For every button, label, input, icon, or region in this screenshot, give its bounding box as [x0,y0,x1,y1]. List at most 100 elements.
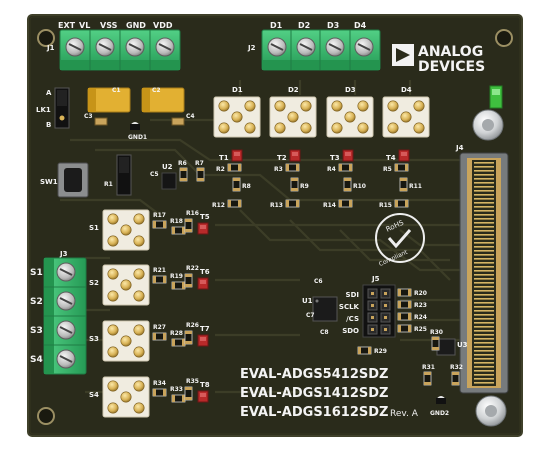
analog-devices-logo: ANALOG DEVICES [392,44,485,75]
j1-screw-4 [155,37,175,57]
resistor-label: R33 [170,386,183,393]
transistor-label: T4 [386,154,396,162]
lk1-a-label: A [46,89,52,97]
resistor-R23 [397,300,412,309]
resistor-label: R17 [153,212,166,219]
resistor-R33 [171,394,186,403]
resistor-R22 [184,273,193,288]
resistor-label: R22 [186,265,199,272]
resistor-R21 [152,275,167,284]
model-name-1: EVAL-ADGS5412SDZ [240,367,388,382]
transistor-label: T7 [200,325,210,333]
tantalum-capacitors [87,87,185,113]
drain-terminal-block [261,29,381,71]
logo-line1: ANALOG [418,44,483,60]
j1-pin-label: VSS [100,21,118,30]
u2-ic [161,172,177,190]
side-transistor-column [152,218,209,403]
transistor-label: T5 [200,213,210,221]
top-transistor-3 [342,149,354,162]
source-pad-group-2 [102,264,150,306]
resistor-R26 [184,330,193,345]
resistor-R30 [431,336,440,351]
resistor-R10 [343,177,352,192]
j3-screw-1 [56,262,76,282]
top-transistor-row [179,149,460,386]
resistor-label: R34 [153,380,166,387]
j5-pin-label: SCLK [339,303,360,311]
resistor-label: R7 [195,160,204,167]
model-name-2: EVAL-ADGS1412SDZ [240,386,388,401]
resistor-label: R15 [379,202,392,209]
j5-pin-label: SDI [346,291,359,299]
u1-designator: U1 [302,297,313,305]
j2-pin-label: D2 [298,21,310,30]
top-transistor-2 [289,149,301,162]
resistor-label: R18 [170,218,183,225]
capacitor-label: C6 [314,278,323,285]
resistor-label: R28 [170,330,183,337]
resistor-label: R26 [186,322,199,329]
resistor-label: R16 [186,210,199,217]
j1-designator: J1 [46,44,55,52]
resistor-R17 [152,220,167,229]
resistor-label: R32 [450,364,463,371]
j1-pin-label: VDD [153,21,173,30]
j2-screw-2 [296,37,316,57]
j1-screw-3 [125,37,145,57]
resistor-label: R21 [153,267,166,274]
resistor-R35 [184,386,193,401]
r1-jumper[interactable] [116,154,132,196]
side-transistor-3 [197,334,209,347]
resistor-label: R4 [327,166,336,173]
source-pad-group-3 [102,320,150,362]
resistor-label: R13 [270,202,283,209]
j3-screw-3 [56,320,76,340]
resistor-label: R23 [414,302,427,309]
mounting-holes [37,29,513,425]
lk1-jumper[interactable] [54,87,70,129]
resistor-label: R14 [323,202,336,209]
top-transistor-1 [231,149,243,162]
resistor-label: R30 [430,329,443,336]
source-pad-label: S1 [89,224,99,232]
resistor-label: R12 [212,202,225,209]
status-led [489,85,503,109]
resistor-label: R24 [414,314,427,321]
j2-pin-label: D4 [354,21,367,30]
resistor-R4 [338,163,353,172]
capacitor-label: C4 [186,113,195,120]
source-pad-array [102,209,150,418]
resistor-R5 [394,163,409,172]
resistor-R34 [152,388,167,397]
top-transistor-4 [398,149,410,162]
sw1-pushbutton[interactable] [57,162,89,198]
resistor-R16 [184,218,193,233]
resistor-R12 [227,199,242,208]
resistor-label: R3 [274,166,283,173]
resistor-R15 [394,199,409,208]
j4-designator: J4 [455,144,464,152]
spi-header[interactable] [362,284,396,338]
capacitor-label: C5 [150,171,159,178]
resistor-R27 [152,332,167,341]
j2-screw-4 [354,37,374,57]
source-pad-label: S3 [89,335,99,343]
j1-screw-2 [95,37,115,57]
j3-pin-label: S1 [30,268,43,278]
resistor-label: R19 [170,273,183,280]
misc-resistors [179,167,460,386]
resistor-label: R11 [409,183,422,190]
gnd1-test-point [130,122,140,130]
source-pad-label: S4 [89,391,99,399]
drain-pad-group-3 [326,96,374,138]
resistor-R7 [196,167,205,182]
capacitor-label: C3 [84,113,93,120]
j3-pin-label: S2 [30,297,43,307]
j4-connector [459,152,509,394]
resistor-label: R25 [414,326,427,333]
resistor-R20 [397,288,412,297]
j2-pin-label: D1 [270,21,283,30]
